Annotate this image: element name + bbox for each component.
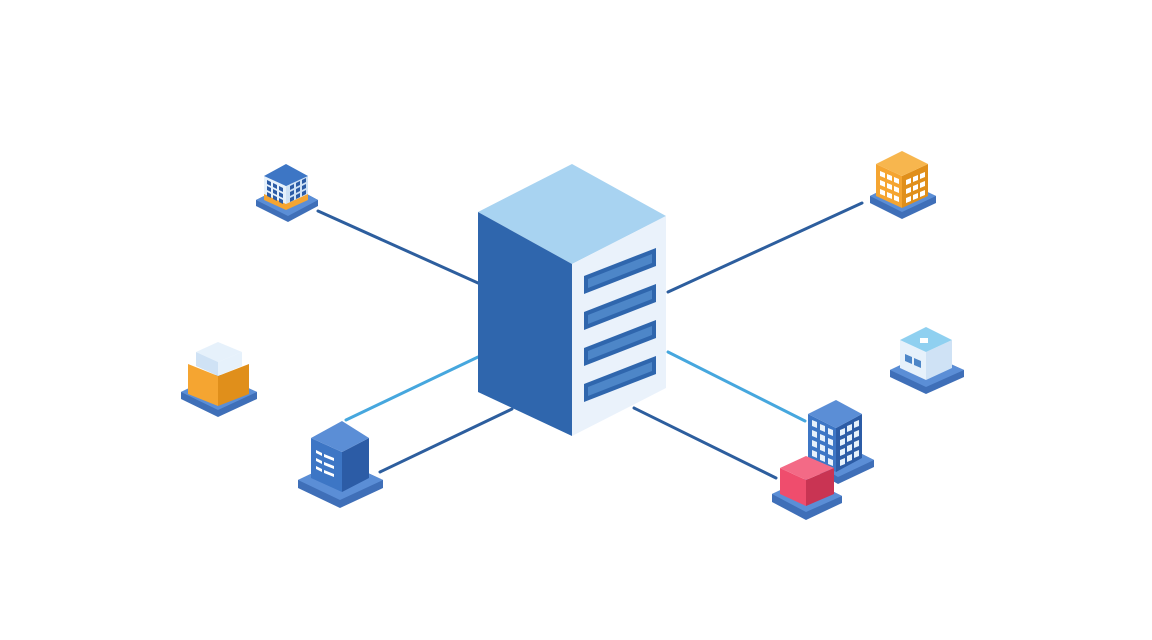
window bbox=[887, 192, 892, 199]
window bbox=[812, 440, 817, 448]
window bbox=[894, 177, 899, 184]
window bbox=[847, 434, 852, 442]
node-warehouse-top-right bbox=[870, 151, 936, 219]
window bbox=[296, 181, 300, 187]
window bbox=[840, 438, 845, 446]
orange-building-icon bbox=[876, 151, 928, 208]
window bbox=[324, 454, 334, 461]
window bbox=[894, 195, 899, 202]
link-top-right bbox=[666, 201, 864, 294]
window bbox=[316, 458, 322, 464]
window bbox=[290, 190, 294, 196]
server-slots bbox=[584, 248, 656, 402]
window bbox=[920, 190, 925, 197]
window bbox=[267, 186, 271, 192]
window bbox=[920, 172, 925, 179]
window bbox=[828, 438, 833, 446]
server-top-face bbox=[478, 164, 666, 264]
window bbox=[296, 193, 300, 199]
server-left-face bbox=[478, 212, 572, 436]
link-left-light bbox=[344, 355, 480, 422]
server-slot-inner bbox=[588, 290, 652, 324]
server-icon bbox=[478, 164, 666, 436]
window bbox=[273, 195, 277, 201]
server-slot-inner bbox=[588, 254, 652, 288]
window bbox=[296, 187, 300, 193]
window bbox=[273, 183, 277, 189]
window bbox=[847, 454, 852, 462]
window bbox=[847, 424, 852, 432]
window bbox=[324, 462, 334, 469]
window bbox=[913, 175, 918, 182]
node-box-left bbox=[181, 342, 257, 417]
node-pink-box-bottom-right bbox=[772, 456, 842, 520]
window bbox=[847, 444, 852, 452]
link-right-dark bbox=[632, 406, 778, 480]
window bbox=[279, 198, 283, 204]
window bbox=[812, 420, 817, 428]
window bbox=[840, 458, 845, 466]
window bbox=[316, 450, 322, 456]
link-left-dark bbox=[378, 407, 514, 474]
office-building-icon bbox=[264, 164, 308, 210]
window bbox=[290, 184, 294, 190]
kiosk-icon bbox=[900, 327, 952, 380]
window bbox=[267, 180, 271, 186]
window bbox=[840, 448, 845, 456]
window bbox=[880, 189, 885, 196]
window bbox=[828, 458, 833, 466]
link-right-light bbox=[666, 350, 807, 423]
window bbox=[316, 466, 322, 472]
window bbox=[887, 174, 892, 181]
window bbox=[828, 428, 833, 436]
window bbox=[840, 428, 845, 436]
window bbox=[906, 187, 911, 194]
window bbox=[290, 196, 294, 202]
window bbox=[820, 454, 825, 462]
window bbox=[273, 189, 277, 195]
server-slot-inner bbox=[588, 362, 652, 396]
window bbox=[854, 440, 859, 448]
window bbox=[820, 434, 825, 442]
window bbox=[820, 424, 825, 432]
tower-building-icon bbox=[808, 400, 862, 472]
link-top-left bbox=[316, 209, 480, 285]
server-slot-inner bbox=[588, 326, 652, 360]
connection-lines bbox=[316, 201, 864, 480]
node-datacenter-bottom-left bbox=[298, 421, 383, 508]
window bbox=[324, 470, 334, 477]
window bbox=[913, 193, 918, 200]
window bbox=[913, 184, 918, 191]
window bbox=[812, 430, 817, 438]
pink-cube-icon bbox=[780, 456, 834, 506]
window bbox=[854, 420, 859, 428]
window bbox=[880, 180, 885, 187]
window bbox=[920, 181, 925, 188]
window bbox=[279, 192, 283, 198]
node-office-top-left bbox=[256, 164, 318, 222]
window bbox=[302, 178, 306, 184]
window bbox=[880, 171, 885, 178]
window bbox=[854, 430, 859, 438]
window bbox=[887, 183, 892, 190]
data-center-icon bbox=[311, 421, 369, 492]
window bbox=[906, 178, 911, 185]
package-icon bbox=[188, 342, 249, 406]
window bbox=[906, 196, 911, 203]
window bbox=[302, 184, 306, 190]
window bbox=[828, 448, 833, 456]
window bbox=[279, 186, 283, 192]
window bbox=[820, 444, 825, 452]
window bbox=[812, 450, 817, 458]
node-kiosk-right bbox=[890, 327, 964, 394]
window bbox=[854, 450, 859, 458]
window bbox=[267, 192, 271, 198]
window bbox=[302, 190, 306, 196]
window bbox=[894, 186, 899, 193]
